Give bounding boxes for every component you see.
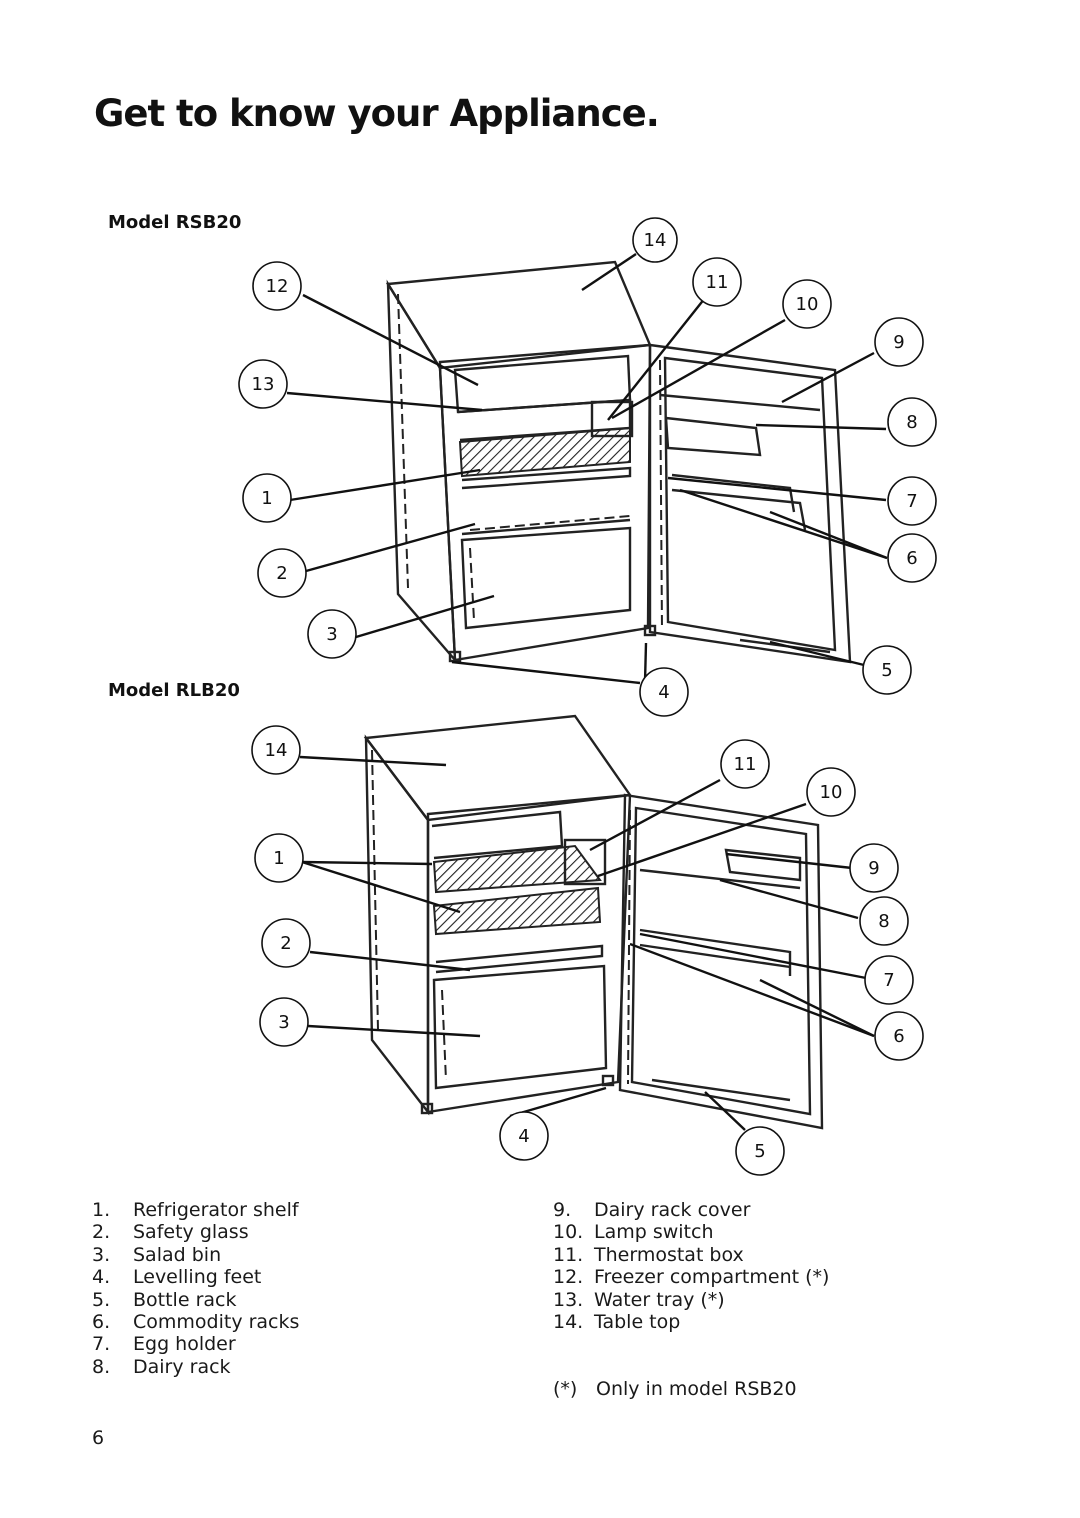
legend-item: 6.Commodity racks (92, 1311, 300, 1334)
fridge-drawing-rsb20 (385, 260, 852, 664)
svg-text:3: 3 (326, 624, 337, 645)
callout-rsb20-5: 5 (862, 645, 912, 695)
callout-rsb20-14: 14 (632, 217, 678, 263)
svg-text:11: 11 (734, 754, 757, 775)
svg-text:13: 13 (252, 374, 275, 395)
svg-text:2: 2 (276, 563, 287, 584)
svg-text:12: 12 (266, 276, 289, 297)
callout-rsb20-6: 6 (887, 533, 937, 583)
callout-rlb20-14: 14 (251, 725, 301, 775)
svg-text:7: 7 (883, 970, 894, 991)
page-number: 6 (92, 1427, 105, 1449)
model-rlb20-label: Model RLB20 (108, 680, 240, 701)
svg-text:4: 4 (658, 682, 669, 703)
legend-item: 14.Table top (553, 1311, 681, 1334)
svg-text:5: 5 (881, 660, 892, 681)
legend-item: 12.Freezer compartment (*) (553, 1266, 830, 1289)
svg-text:10: 10 (820, 782, 843, 803)
leader-lines-rsb20 (286, 253, 888, 685)
svg-text:10: 10 (796, 294, 819, 315)
callout-rsb20-13: 13 (238, 359, 288, 409)
svg-text:9: 9 (868, 858, 879, 879)
svg-text:14: 14 (644, 230, 667, 251)
legend-item: 4.Levelling feet (92, 1266, 262, 1289)
svg-text:5: 5 (754, 1141, 765, 1162)
legend-item: 8.Dairy rack (92, 1355, 231, 1378)
callout-rsb20-12: 12 (252, 261, 302, 311)
svg-text:6: 6 (906, 548, 917, 569)
callout-rlb20-11: 11 (720, 739, 770, 789)
callout-rlb20-7: 7 (864, 955, 914, 1005)
callout-rsb20-9: 9 (874, 317, 924, 367)
legend-item: 3.Salad bin (92, 1243, 222, 1266)
legend-item: 11.Thermostat box (553, 1243, 744, 1266)
leader-lines-rlb20 (299, 755, 875, 1131)
svg-text:14: 14 (265, 740, 288, 761)
callout-rlb20-10: 10 (806, 767, 856, 817)
callout-rlb20-6: 6 (874, 1011, 924, 1061)
legend-item: 10.Lamp switch (553, 1221, 714, 1244)
callout-rsb20-11: 11 (692, 257, 742, 307)
callout-rsb20-10: 10 (782, 279, 832, 329)
svg-text:2: 2 (280, 933, 291, 954)
parts-legend-right: 9.Dairy rack cover 10.Lamp switch 11.The… (553, 1199, 829, 1333)
legend-item: 9.Dairy rack cover (553, 1199, 751, 1221)
callout-rsb20-8: 8 (887, 397, 937, 447)
legend-item: 2.Safety glass (92, 1221, 249, 1244)
callout-rsb20-3: 3 (307, 609, 357, 659)
svg-text:7: 7 (906, 491, 917, 512)
legend-item: 5.Bottle rack (92, 1288, 237, 1311)
parts-legend-left: 1.Refrigerator shelf 2.Safety glass 3.Sa… (92, 1199, 299, 1378)
svg-text:4: 4 (518, 1126, 529, 1147)
callout-rlb20-4: 4 (499, 1111, 549, 1161)
callout-rlb20-1: 1 (254, 833, 304, 883)
svg-text:8: 8 (878, 911, 889, 932)
svg-text:3: 3 (278, 1012, 289, 1033)
callout-rlb20-2: 2 (261, 918, 311, 968)
svg-text:11: 11 (706, 272, 729, 293)
page-title: Get to know your Appliance. (94, 92, 660, 135)
callout-rsb20-1: 1 (242, 473, 292, 523)
fridge-drawing-rlb20 (363, 714, 824, 1130)
legend-item: 13.Water tray (*) (553, 1288, 725, 1311)
svg-text:1: 1 (273, 848, 284, 869)
callout-rlb20-9: 9 (849, 843, 899, 893)
callout-rsb20-7: 7 (887, 476, 937, 526)
callout-rlb20-8: 8 (859, 896, 909, 946)
svg-text:6: 6 (893, 1026, 904, 1047)
model-rsb20-label: Model RSB20 (108, 212, 242, 233)
callout-rsb20-2: 2 (257, 548, 307, 598)
footnote-model-note: (*)Only in model RSB20 (553, 1378, 797, 1400)
callout-rsb20-4: 4 (639, 667, 689, 717)
callout-rlb20-5: 5 (735, 1126, 785, 1176)
callout-rlb20-3: 3 (259, 997, 309, 1047)
svg-text:8: 8 (906, 412, 917, 433)
legend-item: 7.Egg holder (92, 1333, 236, 1356)
legend-item: 1.Refrigerator shelf (92, 1199, 299, 1221)
svg-text:1: 1 (261, 488, 272, 509)
svg-text:9: 9 (893, 332, 904, 353)
